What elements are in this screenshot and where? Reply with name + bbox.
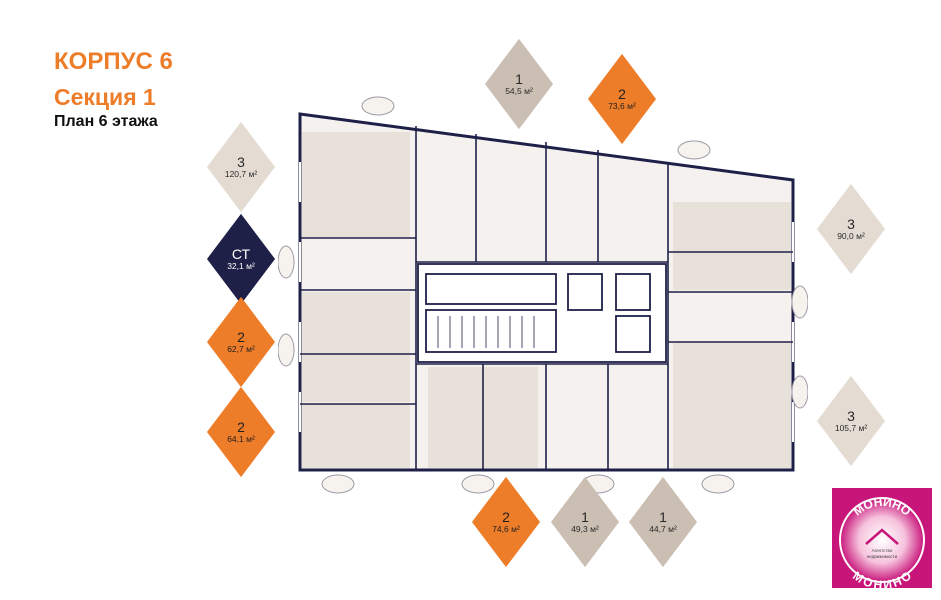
house-icon bbox=[865, 528, 899, 545]
logo-text-top: МОНИНО bbox=[851, 495, 914, 519]
chip-area: 73,6 м² bbox=[608, 101, 636, 112]
chip-rooms: 1 bbox=[659, 508, 667, 525]
chip-area: 90,0 м² bbox=[837, 231, 865, 242]
logo-tagline-1: Агентство bbox=[872, 548, 893, 553]
stair-treads bbox=[437, 316, 535, 348]
section-title: Секция 1 bbox=[54, 84, 156, 110]
chip-rooms: 1 bbox=[515, 70, 523, 87]
apartment-chip-11[interactable]: 1 44,7 м² bbox=[628, 476, 698, 568]
chip-area: 105,7 м² bbox=[834, 423, 868, 434]
apartment-zones bbox=[302, 132, 791, 468]
chip-rooms: 2 bbox=[237, 328, 245, 345]
apartment-chip-6[interactable]: 2 64,1 м² bbox=[206, 386, 276, 478]
logo-glow bbox=[840, 498, 924, 582]
floor-plan-title: План 6 этажа bbox=[54, 113, 158, 130]
chip-rooms: 1 bbox=[581, 508, 589, 525]
chip-rooms: 2 bbox=[502, 508, 510, 525]
apartment-chip-5[interactable]: 2 62,7 м² bbox=[206, 296, 276, 388]
chip-rooms: 3 bbox=[847, 215, 855, 232]
chip-area: 64,1 м² bbox=[227, 434, 255, 445]
apartment-chip-10[interactable]: 1 49,3 м² bbox=[550, 476, 620, 568]
logo-ring bbox=[839, 497, 925, 583]
apartment-chip-9[interactable]: 2 74,6 м² bbox=[471, 476, 541, 568]
chip-area: 32,1 м² bbox=[227, 261, 255, 272]
agency-logo: МОНИНО Агентство недвижимости МОНИНО bbox=[832, 488, 932, 588]
balconies bbox=[278, 96, 808, 494]
chip-rooms: СТ bbox=[231, 245, 251, 262]
chip-rooms: 3 bbox=[847, 407, 855, 424]
partition-walls bbox=[300, 126, 793, 470]
chip-rooms: 2 bbox=[618, 85, 626, 102]
chip-area: 62,7 м² bbox=[227, 344, 255, 355]
chip-rooms: 3 bbox=[237, 153, 245, 170]
apartment-chip-7[interactable]: 3 90,0 м² bbox=[816, 183, 886, 275]
apartment-chip-2[interactable]: 2 73,6 м² bbox=[587, 53, 657, 145]
building-title: КОРПУС 6 bbox=[54, 48, 173, 75]
apartment-chip-3[interactable]: 3 120,7 м² bbox=[206, 121, 276, 213]
chip-rooms: 2 bbox=[237, 418, 245, 435]
logo-tagline-2: недвижимости bbox=[867, 554, 898, 559]
apartment-chip-8[interactable]: 3 105,7 м² bbox=[816, 375, 886, 467]
chip-area: 120,7 м² bbox=[224, 169, 258, 180]
chip-area: 54,5 м² bbox=[505, 86, 533, 97]
floor-plan bbox=[278, 96, 808, 494]
apartment-chip-1[interactable]: 1 54,5 м² bbox=[484, 38, 554, 130]
core bbox=[417, 263, 667, 363]
chip-area: 44,7 м² bbox=[649, 524, 677, 535]
apartment-chip-4[interactable]: СТ 32,1 м² bbox=[206, 213, 276, 305]
chip-area: 74,6 м² bbox=[492, 524, 520, 535]
chip-area: 49,3 м² bbox=[571, 524, 599, 535]
